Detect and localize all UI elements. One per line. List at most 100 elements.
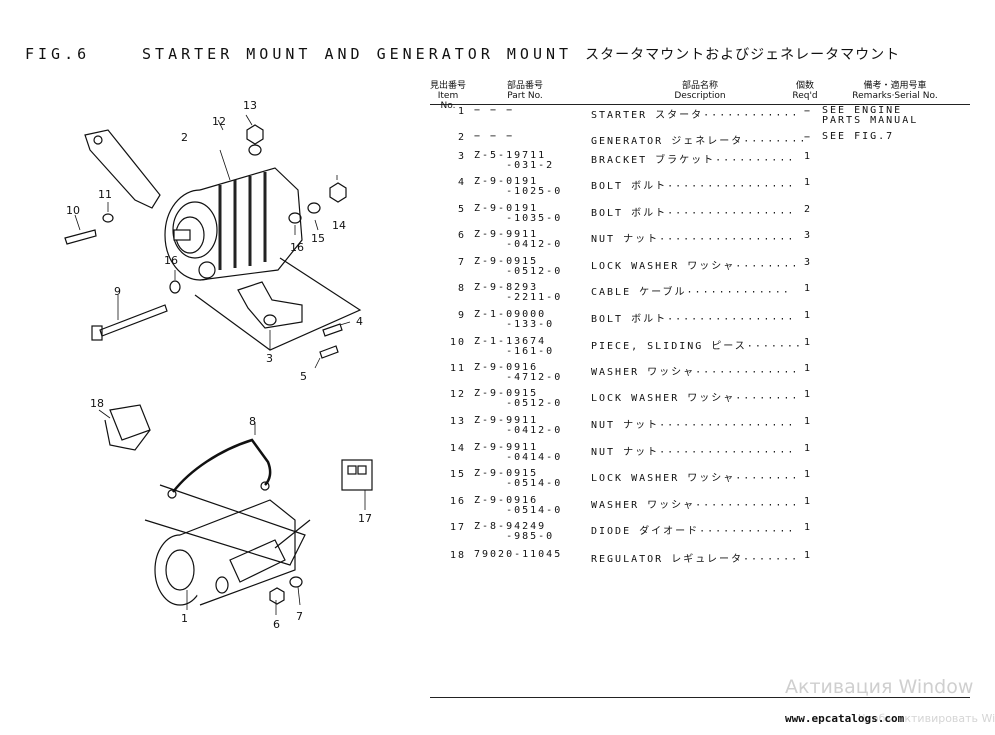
row-qty: 1	[804, 363, 813, 374]
row-part-no: − − −	[474, 105, 515, 116]
row-qty: 1	[804, 177, 813, 188]
row-item-no: 4	[457, 177, 466, 188]
row-qty: 1	[804, 522, 813, 533]
row-qty: 1	[804, 443, 813, 454]
row-description: LOCK WASHER ワッシャ········	[591, 473, 800, 484]
callout-9: 9	[114, 285, 121, 298]
row-part-no: Z-9-0191 -1025-0	[474, 176, 563, 197]
row-item-no: 12	[449, 389, 466, 400]
table-row: 2 − − − GENERATOR ジェネレータ········−SEE FIG.7	[430, 132, 970, 156]
row-description: BOLT ボルト················	[591, 208, 796, 219]
callout-15: 15	[311, 232, 325, 245]
row-part-no: Z-9-9911 -0412-0	[474, 229, 563, 250]
callout-11: 11	[98, 188, 112, 201]
row-part-no: Z-9-9911 -0412-0	[474, 415, 563, 436]
row-item-no: 11	[449, 363, 466, 374]
row-qty: 1	[804, 389, 813, 400]
row-part-no: Z-8-94249 -985-0	[474, 521, 555, 542]
table-row: 10 Z-1-13674 -161-0 PIECE, SLIDING ピース····…	[430, 337, 970, 361]
row-remarks: SEE ENGINE PARTS MANUAL	[822, 105, 919, 126]
row-description: BOLT ボルト················	[591, 181, 796, 192]
callout-14: 14	[332, 219, 346, 232]
row-qty: −	[804, 132, 813, 143]
figure-title-en: STARTER MOUNT AND GENERATOR MOUNT	[142, 45, 573, 63]
row-qty: 1	[804, 469, 813, 480]
table-row: 13 Z-9-9911 -0412-0 NUT ナット···············…	[430, 416, 970, 440]
row-qty: 2	[804, 204, 813, 215]
row-item-no: 9	[457, 310, 466, 321]
row-description: PIECE, SLIDING ピース·······	[591, 341, 803, 352]
row-item-no: 10	[449, 337, 466, 348]
os-activation-watermark: Активация Window	[785, 676, 974, 698]
row-description: GENERATOR ジェネレータ········	[591, 136, 808, 147]
row-description: LOCK WASHER ワッシャ········	[591, 393, 800, 404]
row-description: NUT ナット·················	[591, 447, 796, 458]
row-item-no: 14	[449, 443, 466, 454]
row-description: WASHER ワッシャ·············	[591, 500, 800, 511]
row-part-no: 79020-11045	[474, 549, 563, 560]
row-description: BOLT ボルト················	[591, 314, 796, 325]
row-item-no: 3	[457, 151, 466, 162]
callout-12: 12	[212, 115, 226, 128]
callout-2: 2	[181, 131, 188, 144]
table-row: 4 Z-9-0191 -1025-0 BOLT ボルト···············…	[430, 177, 970, 201]
row-qty: −	[804, 106, 813, 117]
row-item-no: 13	[449, 416, 466, 427]
callout-18: 18	[90, 397, 104, 410]
row-qty: 1	[804, 337, 813, 348]
row-description: LOCK WASHER ワッシャ········	[591, 261, 800, 272]
row-item-no: 1	[457, 106, 466, 117]
footer-url[interactable]: www.epcatalogs.com	[785, 712, 905, 725]
os-activation-watermark-sub: Чтобы активировать Windo	[858, 712, 995, 725]
row-item-no: 2	[457, 132, 466, 143]
row-part-no: Z-9-9911 -0414-0	[474, 442, 563, 463]
row-part-no: Z-5-19711 -031-2	[474, 150, 555, 171]
row-description: REGULATOR レギュレータ·······	[591, 554, 800, 565]
row-qty: 1	[804, 550, 813, 561]
exploded-parts-diagram: 1 2 3 4 5 6 7 8 9 10 11 12 13 14 15 16 1…	[64, 99, 373, 631]
callout-6: 6	[273, 618, 280, 631]
table-row: 6 Z-9-9911 -0412-0 NUT ナット················…	[430, 230, 970, 254]
row-remarks: SEE FIG.7	[822, 131, 895, 142]
callout-3: 3	[266, 352, 273, 365]
row-description: NUT ナット·················	[591, 420, 796, 431]
callout-13: 13	[243, 99, 257, 112]
row-qty: 1	[804, 310, 813, 321]
row-item-no: 8	[457, 283, 466, 294]
row-part-no: − − −	[474, 131, 515, 142]
callout-8: 8	[249, 415, 256, 428]
row-item-no: 6	[457, 230, 466, 241]
callout-16b: 16	[164, 254, 178, 267]
row-description: STARTER スタータ············	[591, 110, 800, 121]
figure-number: FIG.6	[25, 45, 91, 63]
row-item-no: 7	[457, 257, 466, 268]
row-part-no: Z-9-0191 -1035-0	[474, 203, 563, 224]
row-qty: 3	[804, 230, 813, 241]
row-qty: 1	[804, 496, 813, 507]
row-part-no: Z-1-13674 -161-0	[474, 336, 555, 357]
row-description: NUT ナット·················	[591, 234, 796, 245]
figure-title-jp: スタータマウントおよびジェネレータマウント	[585, 47, 901, 63]
table-row: 3 Z-5-19711 -031-2 BRACKET ブラケット··········…	[430, 151, 970, 175]
row-description: BRACKET ブラケット··········	[591, 155, 796, 166]
callout-17: 17	[358, 512, 372, 525]
row-item-no: 15	[449, 469, 466, 480]
row-part-no: Z-9-0916 -0514-0	[474, 495, 563, 516]
row-qty: 1	[804, 416, 813, 427]
row-part-no: Z-9-0915 -0512-0	[474, 388, 563, 409]
row-item-no: 16	[449, 496, 466, 507]
callout-16: 16	[290, 241, 304, 254]
